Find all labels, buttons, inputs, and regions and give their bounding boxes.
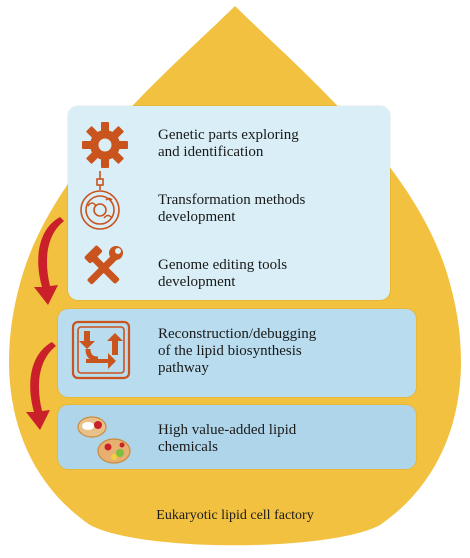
hammer-wrench-icon [84, 245, 123, 285]
step-reconstruction-label: Reconstruction/debugging of the lipid bi… [158, 326, 317, 376]
cell-injection-icon [80, 171, 120, 230]
step-lipid-chemicals-label: High value-added lipid chemicals [158, 422, 297, 455]
step-transformation-label: Transformation methods development [158, 192, 306, 225]
curved-arrow-1 [34, 217, 64, 305]
early-steps-box [68, 106, 390, 300]
pathway-flow-icon [71, 320, 131, 380]
step-genetic-parts-label: Genetic parts exploring and identificati… [158, 127, 299, 160]
step-genome-editing-label: Genome editing tools development [158, 257, 288, 290]
gear-icon [82, 122, 128, 168]
curved-arrow-2 [26, 342, 56, 430]
diagram-caption: Eukaryotic lipid cell factory [156, 508, 314, 523]
lipid-cells-icon [77, 416, 131, 464]
